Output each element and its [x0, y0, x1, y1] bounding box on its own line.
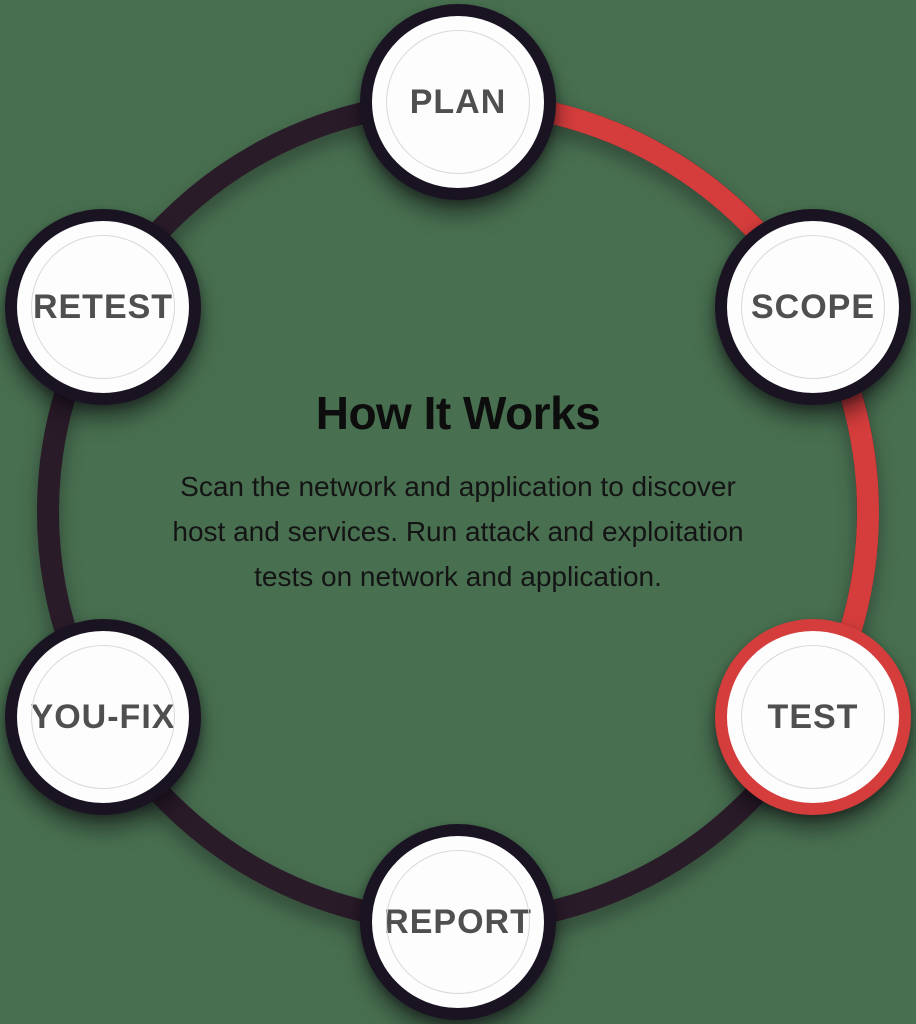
diagram-title: How It Works	[315, 387, 601, 439]
node-retest[interactable]: RETEST	[5, 209, 201, 405]
node-scope[interactable]: SCOPE	[715, 209, 911, 405]
node-label-plan: PLAN	[409, 82, 507, 121]
node-label-scope: SCOPE	[750, 287, 876, 326]
node-label-test: TEST	[767, 697, 859, 736]
node-you-fix[interactable]: YOU-FIX	[5, 619, 201, 815]
node-label-you-fix: YOU-FIX	[30, 697, 176, 736]
node-label-retest: RETEST	[32, 287, 174, 326]
node-test[interactable]: TEST	[715, 619, 911, 815]
node-report[interactable]: REPORT	[360, 824, 556, 1020]
node-label-report: REPORT	[384, 902, 532, 941]
center-text-block: How It Works Scan the network and applic…	[148, 386, 768, 599]
node-plan[interactable]: PLAN	[360, 4, 556, 200]
diagram-description: Scan the network and application to disc…	[172, 471, 744, 592]
